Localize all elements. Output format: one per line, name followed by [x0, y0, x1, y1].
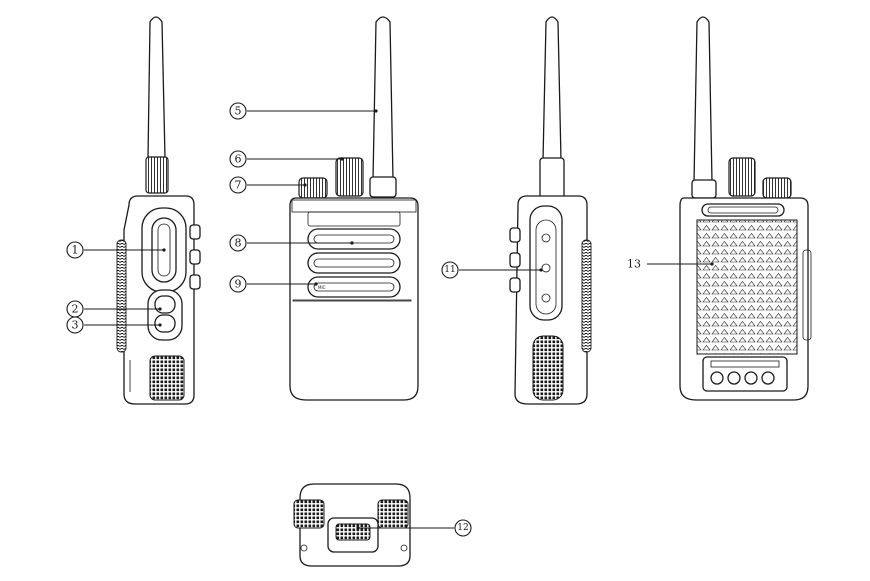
callout-6: 6: [229, 150, 247, 168]
speaker-grille: [696, 219, 798, 355]
callout-label: 1: [72, 244, 79, 257]
callout-8: 8: [229, 234, 247, 252]
accessory-port-cover: [529, 205, 563, 321]
back-view: [679, 16, 812, 401]
front-grille-slot-2: [307, 252, 401, 274]
front-grille-slot-1: [307, 228, 401, 250]
callout-label: 8: [235, 237, 242, 250]
front-body: [289, 197, 419, 401]
callout-label: 9: [235, 278, 242, 291]
callout-label: 13: [627, 258, 641, 271]
front-antenna: [372, 16, 394, 181]
callout-13: 13: [627, 258, 641, 271]
callout-3: 3: [66, 316, 84, 334]
bottom-grip-right: [377, 499, 409, 529]
callout-label: 3: [72, 319, 79, 332]
bottom-view: [293, 483, 411, 567]
callout-7: 7: [229, 176, 247, 194]
callout-11: 11: [441, 261, 459, 279]
leader-lines: [84, 109, 714, 530]
bottom-grip: [149, 355, 185, 401]
channel-knob: [335, 157, 364, 197]
callout-label: 2: [72, 303, 79, 316]
side-grip-left: [116, 239, 127, 353]
callout-1: 1: [66, 241, 84, 259]
callout-label: 5: [235, 105, 242, 118]
bottom-grip-left: [293, 499, 325, 529]
front-grille-slot-3: [307, 276, 401, 298]
antenna: [147, 16, 166, 159]
front-view: MIC: [289, 16, 419, 401]
side-key-1: [154, 295, 176, 314]
belt-clip-slot: [701, 203, 785, 217]
callout-9: 9: [229, 275, 247, 293]
left-side-view: [116, 16, 201, 405]
right-side-view: [509, 16, 592, 405]
callout-label: 7: [235, 179, 242, 192]
svg-text:MIC: MIC: [318, 285, 326, 290]
callout-label: 11: [444, 265, 455, 275]
callout-5: 5: [229, 102, 247, 120]
callout-2: 2: [66, 300, 84, 318]
callout-12: 12: [454, 519, 472, 537]
volume-knob: [298, 177, 328, 199]
callout-label: 6: [235, 153, 242, 166]
callout-label: 12: [457, 523, 468, 533]
antenna-collar: [145, 156, 169, 194]
side-key-2: [154, 314, 176, 333]
